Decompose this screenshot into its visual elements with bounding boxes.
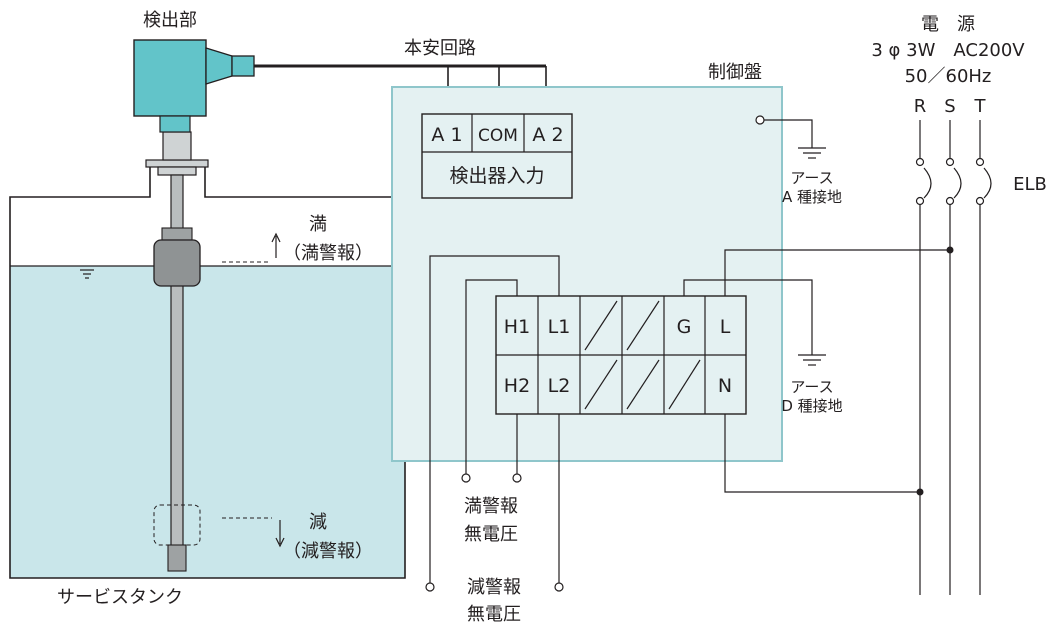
low-alarm-terminal: [554, 582, 564, 592]
float-low-position: [153, 504, 201, 546]
terminal-g: G: [677, 316, 692, 338]
terminal-com: COM: [478, 126, 518, 146]
terminal-h1: H1: [504, 316, 530, 338]
terminal-l2: L2: [548, 375, 571, 397]
terminal-h2: H2: [504, 375, 530, 397]
ground-a-line1: アース: [790, 169, 833, 187]
power-frequency: 50／60Hz: [905, 66, 992, 87]
blank-terminal: [584, 359, 618, 410]
detector-neck: [159, 115, 191, 133]
ground-d-line2: D 種接地: [781, 397, 842, 415]
full-alarm-level-label: （満警報）: [283, 243, 373, 264]
float-stopper: [161, 227, 193, 241]
intrinsic-circuit-label: 本安回路: [404, 38, 476, 59]
control-panel-box: [391, 86, 783, 462]
elb-breaker: ELB: [915, 157, 1047, 206]
liquid-level-mark: [80, 269, 94, 279]
full-level-annotation: 満 （満警報）: [222, 214, 373, 264]
terminal-n: N: [718, 375, 732, 397]
flange: [145, 159, 209, 168]
tank-label: サービスタンク: [57, 587, 183, 608]
terminal-l1: L1: [548, 316, 571, 338]
phase-t: T: [974, 96, 987, 117]
low-level-label: 減: [309, 512, 327, 533]
tank-liquid: [10, 266, 405, 578]
control-panel-label: 制御盤: [708, 62, 762, 83]
blank-terminal: [584, 300, 618, 351]
float: [153, 239, 201, 287]
ground-d: アース D 種接地: [683, 279, 843, 415]
flange-neck: [157, 166, 197, 176]
junction-dot: [916, 488, 924, 496]
low-alarm-output-line2: 無電圧: [467, 604, 521, 625]
low-alarm-terminal: [425, 582, 435, 592]
ground-a: アース A 種接地: [755, 115, 842, 206]
detector-input-block: A 1 COM A 2 検出器入力: [421, 113, 573, 199]
cable-gland: [205, 47, 233, 85]
full-alarm-output-line1: 満警報: [464, 496, 518, 517]
junction-dot: [946, 246, 954, 254]
full-alarm-output-line2: 無電圧: [464, 524, 518, 545]
float-level-sensor: [145, 131, 209, 572]
low-alarm-output-line1: 減警報: [467, 577, 521, 598]
gland-nut: [231, 55, 255, 77]
detector-housing: [133, 39, 207, 117]
phase-r: R: [914, 96, 927, 117]
blank-terminal: [626, 300, 660, 351]
low-alarm-level-label: （減警報）: [283, 541, 373, 562]
alarm-output-wiring: 満警報 無電圧 減警報 無電圧: [425, 255, 564, 625]
full-level-label: 満: [309, 214, 327, 235]
elb-label: ELB: [1013, 174, 1047, 195]
full-alarm-terminal: [461, 473, 471, 483]
power-spec: 3 φ 3W AC200V: [871, 40, 1025, 61]
blank-terminal: [626, 359, 660, 410]
ground-d-line1: アース: [790, 378, 833, 396]
ground-a-line2: A 種接地: [782, 188, 842, 206]
power-supply: 電 源 3 φ 3W AC200V 50／60Hz R S T ELB: [724, 14, 1047, 595]
full-alarm-terminal: [512, 473, 522, 483]
terminal-block: H1 L1 G L H2 L2 N: [495, 295, 747, 415]
detector-label: 検出部: [143, 10, 197, 31]
power-title: 電 源: [921, 14, 975, 35]
rod-bottom-stopper: [167, 544, 187, 572]
detector-head: 検出部: [133, 10, 255, 133]
low-level-annotation: 減 （減警報）: [222, 512, 373, 562]
service-tank: サービスタンク: [9, 165, 406, 608]
blank-terminal: [668, 359, 701, 410]
phase-s: S: [944, 96, 955, 117]
terminal-a1: A 1: [431, 124, 462, 146]
sensor-stem: [162, 131, 192, 161]
terminal-l: L: [720, 316, 731, 338]
detector-input-label: 検出器入力: [449, 165, 544, 187]
control-panel: 制御盤 A 1 COM A 2 検出器入力 H1: [391, 62, 843, 462]
terminal-a2: A 2: [532, 124, 563, 146]
